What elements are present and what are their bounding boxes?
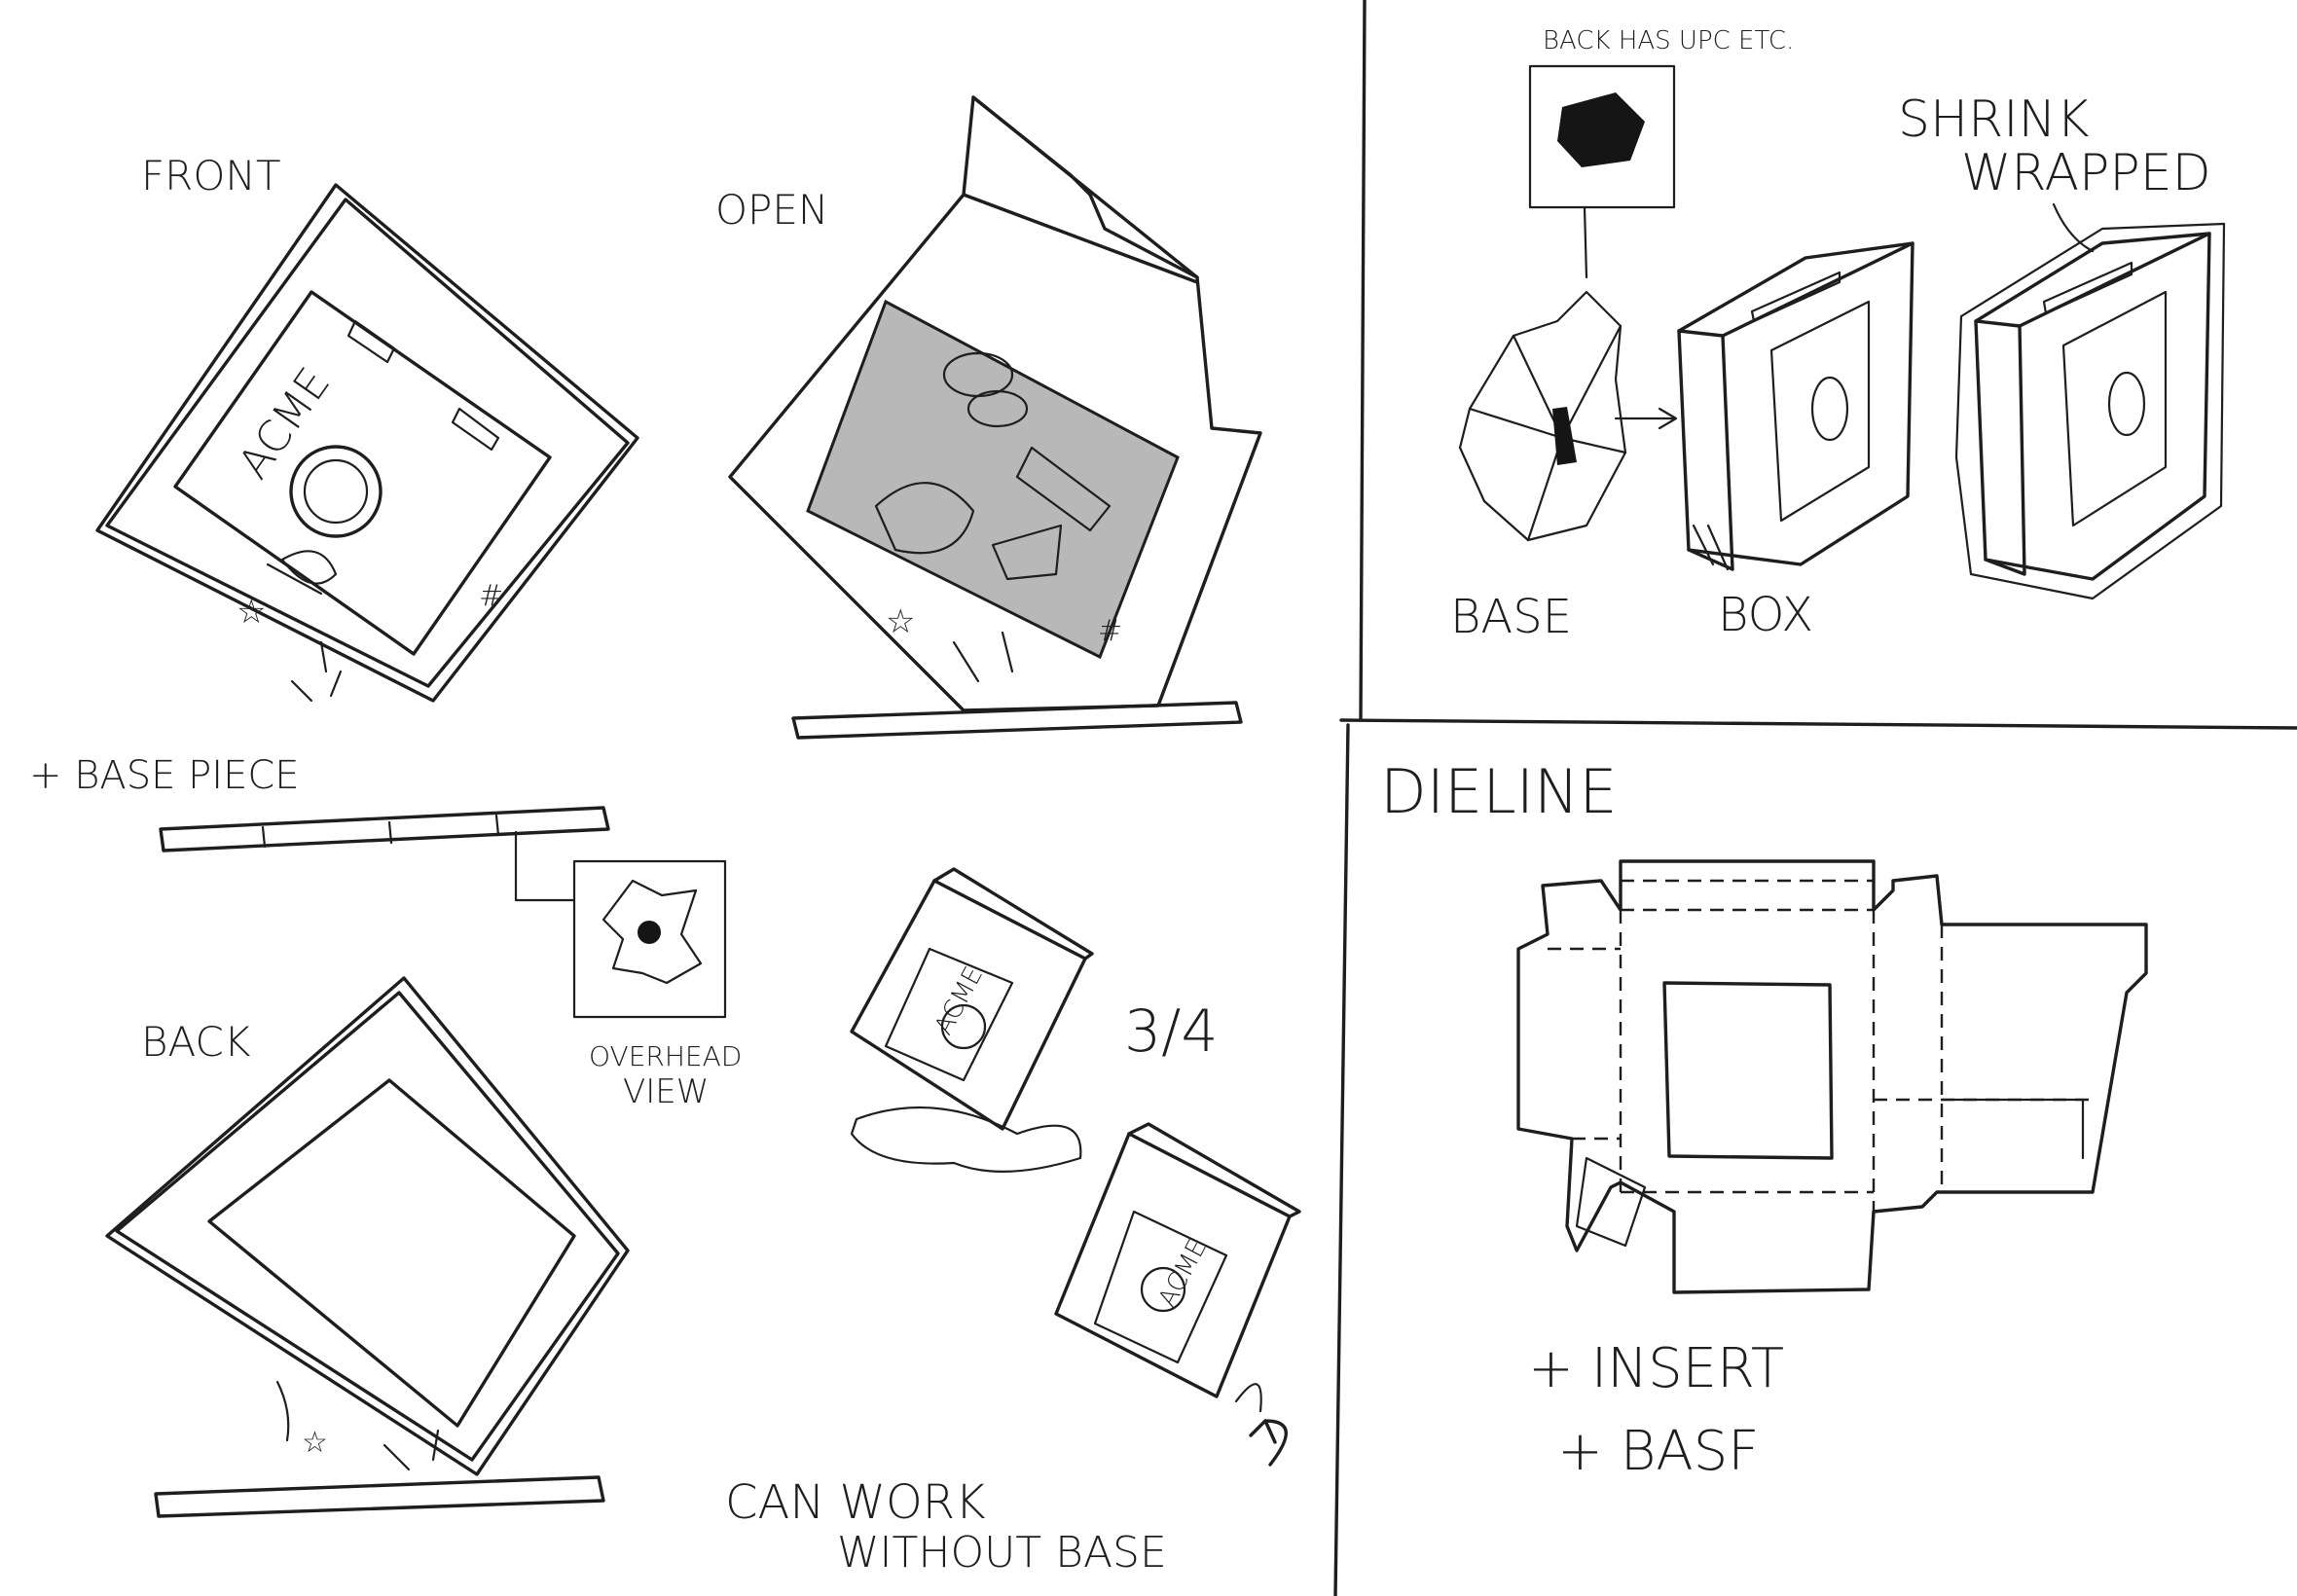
upc-panel xyxy=(1528,64,1676,209)
label-dieline: DIELINE xyxy=(1380,756,1618,827)
overhead-view-box xyxy=(572,859,727,1019)
front-logo-inner xyxy=(303,458,369,525)
label-back-has-upc: BACK HAS UPC ETC. xyxy=(1543,26,1794,55)
front-logo-circle xyxy=(289,445,383,538)
base-flower-sketch xyxy=(1458,290,1627,542)
label-overhead: OVERHEAD xyxy=(589,1040,742,1072)
front-hash-mark: # xyxy=(479,579,503,613)
open-base-plate xyxy=(791,701,1243,740)
box-sketch xyxy=(1677,241,1914,571)
shrink-wrapped-box-sketch xyxy=(1954,222,2226,600)
front-box-sketch xyxy=(95,183,639,703)
back-star-mark: ☆ xyxy=(302,1426,328,1460)
label-base: BASE xyxy=(1450,590,1572,644)
label-front: FRONT xyxy=(141,152,280,200)
label-wrapped: WRAPPED xyxy=(1961,144,2211,202)
back-base-plate xyxy=(154,1475,605,1518)
open-star-mark: ☆ xyxy=(886,602,915,641)
label-can-work: CAN WORK xyxy=(725,1475,986,1530)
label-box: BOX xyxy=(1718,588,1813,642)
three-quarter-box-with-base xyxy=(850,867,1094,1173)
label-open: OPEN xyxy=(715,186,828,234)
label-base-piece: + BASE PIECE xyxy=(29,753,300,798)
front-brand: ACME xyxy=(229,359,340,488)
dieline-drawing xyxy=(1516,859,2148,1294)
divider-vertical-bottom xyxy=(1333,723,1350,1596)
upc-dark-mark xyxy=(1557,92,1645,167)
base-to-box-arrow xyxy=(1614,407,1678,430)
label-three-quarter: 3/4 xyxy=(1124,998,1219,1066)
shrink-leader-line xyxy=(2052,202,2095,253)
back-box-sketch xyxy=(105,976,630,1476)
overhead-flower-sketch xyxy=(602,879,703,985)
label-back: BACK xyxy=(141,1018,251,1066)
three-quarter-box-no-base xyxy=(1054,1122,1301,1413)
label-insert: + INSERT xyxy=(1528,1337,1784,1400)
three-quarter-brand: ACME xyxy=(930,962,989,1040)
label-shrink: SHRINK xyxy=(1898,91,2090,149)
open-hash-mark: # xyxy=(1098,614,1122,648)
upc-leader-line xyxy=(1583,205,1588,279)
divider-horizontal xyxy=(1339,718,2297,730)
label-overhead-view: VIEW xyxy=(623,1072,709,1111)
annotation-arrow xyxy=(1249,1419,1288,1467)
three-quarter-brand-2: ACME xyxy=(1153,1235,1213,1313)
divider-vertical-top xyxy=(1359,0,1367,722)
front-star-mark: ☆ xyxy=(237,593,266,632)
base-piece-sketch xyxy=(159,806,610,902)
label-without-base: WITHOUT BASE xyxy=(837,1528,1167,1578)
label-base-add: + BASF xyxy=(1557,1420,1759,1483)
